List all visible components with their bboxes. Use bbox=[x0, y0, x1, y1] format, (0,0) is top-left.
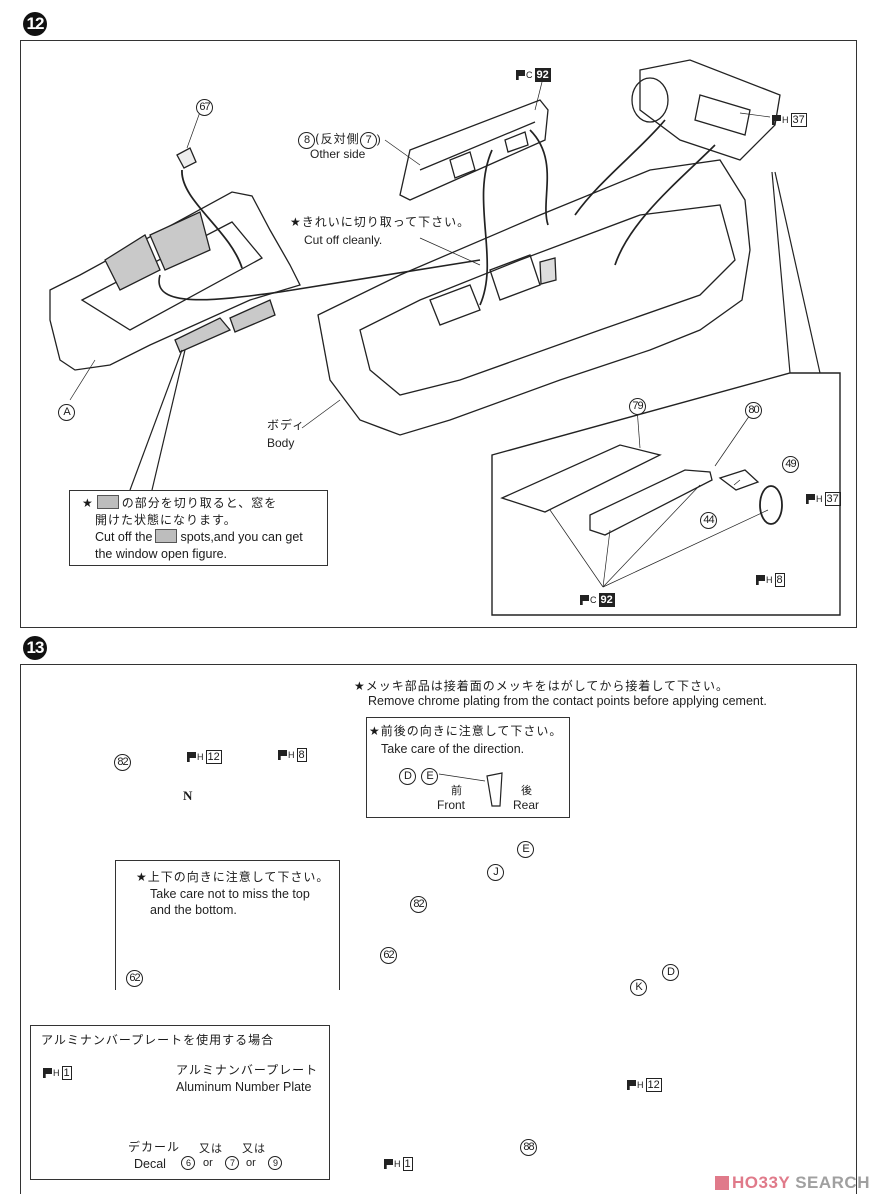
hobby-search-logo-icon bbox=[715, 1176, 729, 1190]
step-12-badge: 12 bbox=[23, 12, 47, 36]
body-label-en: Body bbox=[267, 436, 295, 450]
paint-flag-icon bbox=[627, 1080, 636, 1090]
part-88-label: 88 bbox=[520, 1135, 537, 1156]
door-panel-drawing bbox=[399, 99, 549, 201]
paint-flag-icon bbox=[384, 1159, 393, 1169]
paint-flag-icon bbox=[580, 595, 589, 605]
part-79-label: 79 bbox=[629, 394, 646, 415]
body-label-jp: ボディ bbox=[267, 418, 306, 432]
part-44-label: 44 bbox=[700, 508, 717, 529]
part-J-label: J bbox=[487, 860, 504, 881]
part-80-label: 80 bbox=[745, 398, 762, 419]
part-82-detail-label: 82 bbox=[114, 750, 131, 771]
part-D-label: D bbox=[662, 960, 679, 981]
part-62-label: 62 bbox=[380, 943, 397, 964]
dashboard-drawing bbox=[631, 59, 781, 161]
top-bottom-note: ★上下の向きに注意して下さい。 Take care not to miss th… bbox=[115, 860, 340, 990]
part-67-label: 67 bbox=[196, 95, 213, 116]
part-82-label: 82 bbox=[410, 892, 427, 913]
grille-emblem: N bbox=[183, 788, 193, 803]
part-44-drawing bbox=[718, 469, 760, 491]
part-79-drawing bbox=[500, 444, 662, 513]
paint-flag-icon bbox=[278, 750, 287, 760]
paint-flag-icon bbox=[756, 575, 765, 585]
body-shell-drawing bbox=[317, 159, 751, 436]
gray-swatch-icon bbox=[96, 495, 119, 509]
step-number: 12 bbox=[26, 14, 45, 33]
interior-tub-drawing bbox=[49, 191, 301, 371]
part-49-label: 49 bbox=[782, 452, 799, 473]
cut-cleanly-en: Cut off cleanly. bbox=[304, 233, 383, 247]
dash-detail-box bbox=[491, 372, 841, 616]
part-62-note-label: 62 bbox=[126, 966, 143, 987]
paint-flag-icon bbox=[516, 70, 525, 80]
decal-options: 6 bbox=[181, 1151, 195, 1170]
lens-shape-icon bbox=[438, 772, 503, 807]
part-K-label: K bbox=[630, 975, 647, 996]
paint-flag-icon bbox=[187, 752, 196, 762]
part-7: 7 bbox=[359, 131, 377, 149]
gray-swatch-icon bbox=[155, 529, 178, 543]
part-8: 8 bbox=[298, 131, 315, 149]
paint-flag-icon bbox=[43, 1068, 52, 1078]
part-D-E-labels: D E bbox=[399, 764, 439, 785]
paint-flag-icon bbox=[772, 115, 781, 125]
chrome-note-en: Remove chrome plating from the contact p… bbox=[368, 694, 767, 708]
chrome-note-jp: ★メッキ部品は接着面のメッキをはがしてから接着して下さい。 bbox=[354, 679, 730, 693]
part-49-drawing bbox=[759, 485, 783, 525]
cut-cleanly-jp: ★きれいに切り取って下さい。 bbox=[290, 215, 471, 229]
part-A-label: A bbox=[58, 400, 75, 421]
other-side-en: Other side bbox=[310, 147, 366, 161]
part-E-label: E bbox=[517, 837, 534, 858]
direction-note: ★前後の向きに注意して下さい。 Take care of the directi… bbox=[366, 717, 570, 818]
watermark: HO33Y SEARCH bbox=[715, 1173, 870, 1193]
step-13-badge: 13 bbox=[23, 636, 47, 660]
step-number: 13 bbox=[26, 638, 45, 657]
part-80-drawing bbox=[589, 469, 713, 536]
paint-flag-icon bbox=[806, 494, 815, 504]
part-67-drawing bbox=[176, 147, 197, 169]
